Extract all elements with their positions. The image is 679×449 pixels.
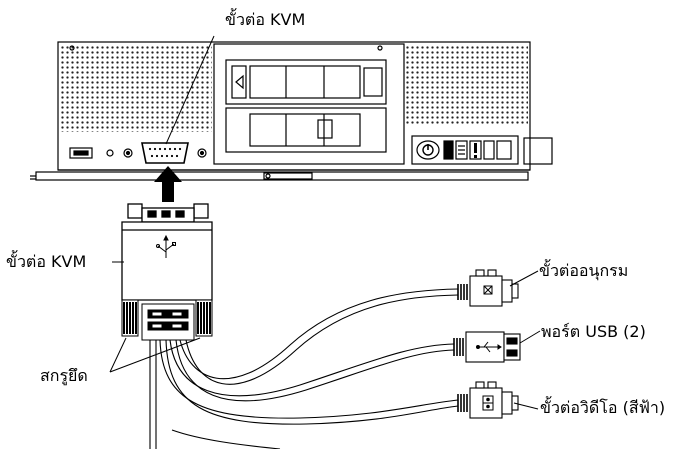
insert-arrow-icon	[154, 166, 182, 202]
release-handle[interactable]	[264, 173, 312, 179]
label-cable-kvm-connector: ขั้วต่อ KVM	[6, 252, 86, 272]
video-port-icon	[483, 396, 493, 410]
left-vent-grille	[60, 44, 212, 132]
label-usb-ports: พอร์ต USB (2)	[541, 322, 646, 342]
label-captive-screws: สกรูยึด	[40, 366, 88, 386]
video-connector[interactable]	[458, 382, 518, 418]
serial-connector[interactable]	[458, 270, 518, 306]
captive-screw-right[interactable]	[196, 300, 212, 336]
kvm-cable-connector[interactable]	[122, 204, 212, 300]
right-vent-grille	[406, 44, 528, 124]
label-video-connector: ขั้วต่อวิดีโอ (สีฟ้า)	[540, 398, 665, 418]
compute-node-front	[30, 42, 552, 180]
captive-screw-left[interactable]	[122, 300, 138, 336]
label-serial-connector: ขั้วต่ออนุกรม	[539, 261, 628, 281]
serial-port-icon	[484, 286, 492, 294]
label-top-kvm-connector: ขั้วต่อ KVM	[225, 10, 305, 30]
usb-connector[interactable]	[454, 332, 520, 362]
